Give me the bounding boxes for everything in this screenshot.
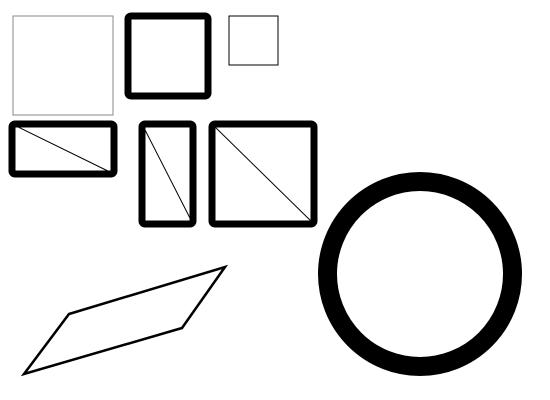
rect-wide-diagonal	[8, 120, 118, 178]
parallelogram	[20, 264, 229, 377]
rect-wide-frame	[8, 120, 118, 178]
rect-tall-frame	[138, 120, 197, 228]
rect-tall-diagonal-line	[141, 123, 194, 225]
square-thick	[124, 12, 212, 100]
rect-wide-diagonal-line	[11, 123, 115, 175]
square-thin-gray	[12, 15, 114, 116]
square-diagonal-frame	[208, 120, 318, 228]
square-diagonal-line	[211, 123, 315, 225]
rect-tall-diagonal	[138, 120, 197, 228]
square-small	[228, 15, 279, 66]
square-diagonal	[208, 120, 318, 228]
ring	[318, 172, 522, 376]
